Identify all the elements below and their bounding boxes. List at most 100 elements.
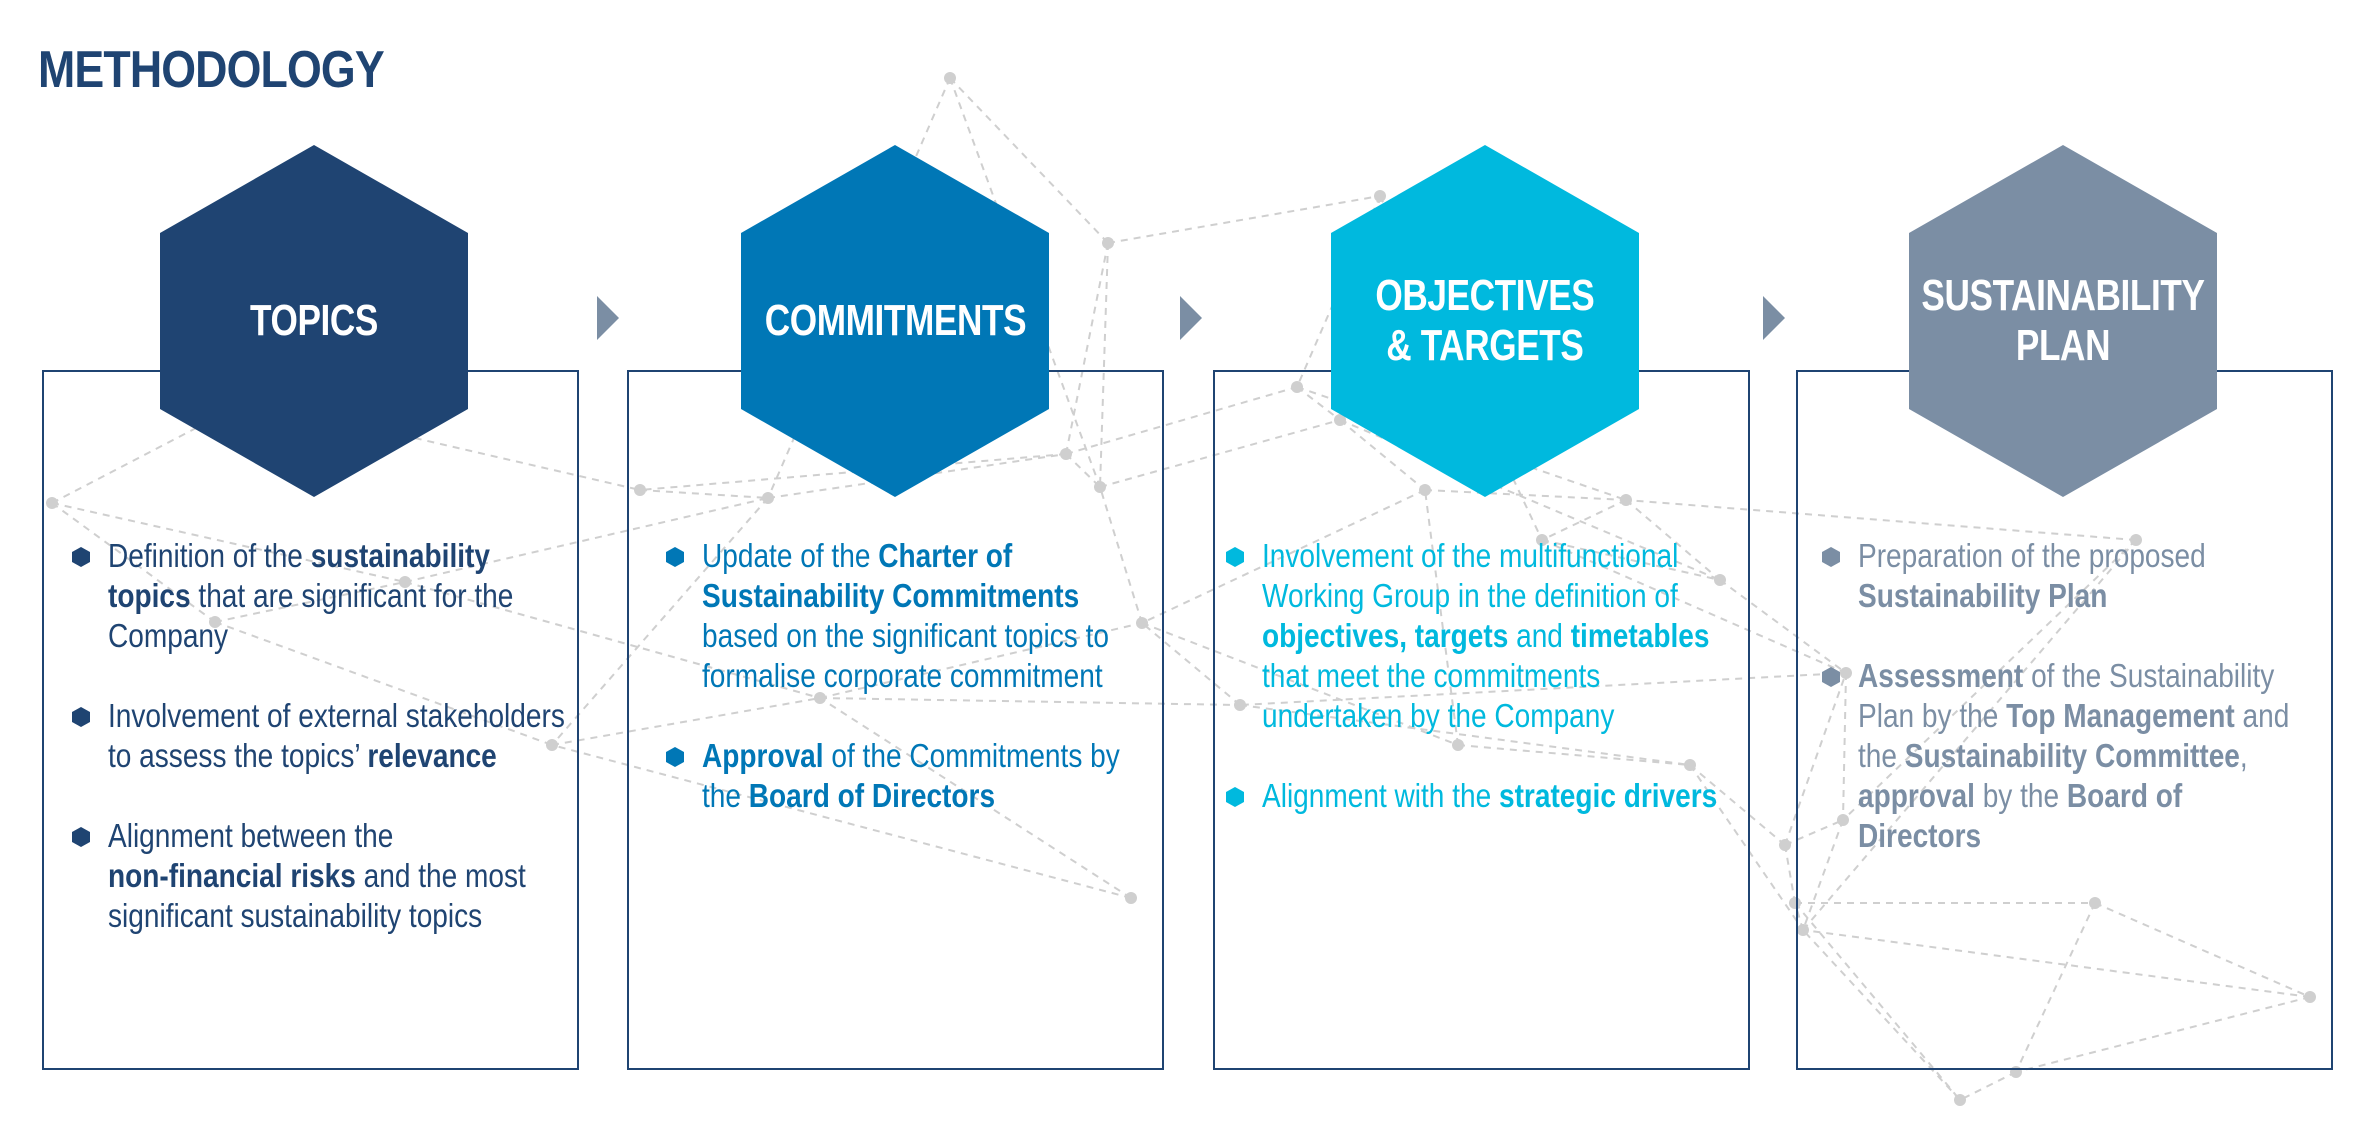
bullet-text-bold: Board of Directors [748, 777, 996, 814]
bullet-line: Definition of the sustainability [108, 536, 565, 576]
bullet-text-run: significant sustainability topics [108, 897, 483, 934]
network-node [1837, 814, 1849, 826]
network-line [1802, 819, 1844, 931]
bullet-line: significant sustainability topics [108, 896, 565, 936]
network-line [1424, 489, 1459, 746]
bullet-text-bold: relevance [367, 737, 497, 774]
network-line [639, 489, 769, 499]
bullet-line: Preparation of the proposed [1858, 536, 2289, 576]
network-line [1239, 704, 1691, 766]
bullet-text-run: that meet the commitments [1262, 657, 1601, 694]
bullet-text-run: based on the significant topics to [702, 617, 1109, 654]
hexagon-bullet-icon [1226, 787, 1244, 807]
bullet-line: Alignment with the strategic drivers [1262, 776, 1717, 816]
network-node [1374, 190, 1386, 202]
bullet-text-run: , [2239, 737, 2248, 774]
bullet-line: Assessment of the Sustainability [1858, 656, 2289, 696]
network-line [767, 453, 1067, 499]
network-node [1334, 414, 1346, 426]
bullet-text-run: Working Group in the definition of [1262, 577, 1678, 614]
bullet-text-run: and [2234, 697, 2290, 734]
network-node [1094, 481, 1106, 493]
network-node [1125, 892, 1137, 904]
bullet-text-bold: Sustainability Committee [1904, 737, 2240, 774]
network-node [1291, 381, 1303, 393]
network-line [819, 697, 1132, 899]
bullet-text-run: Update of the [702, 537, 879, 574]
network-node [46, 497, 58, 509]
hexagon-bullet-icon [72, 707, 90, 727]
bullet-text-run: Company [108, 617, 229, 654]
bullet-line: Involvement of external stakeholders [108, 696, 565, 736]
bullet-text-bold: Directors [1858, 817, 1982, 854]
network-node [2089, 897, 2101, 909]
bullet-text-bold: non-financial risks [108, 857, 356, 894]
network-line [1794, 902, 1961, 1101]
bullet-line: Involvement of the multifunctional [1262, 536, 1717, 576]
bullet-text-bold: Assessment [1858, 657, 2024, 694]
hexagon-bullet-icon [1226, 547, 1244, 567]
bullet-line: formalise corporate commitment [702, 656, 1120, 696]
bullet-text-bold: approval [1858, 777, 1975, 814]
bullet-text-bold: sustainability [310, 537, 490, 574]
hexagon-bullet-icon [72, 547, 90, 567]
bullet-text-run: Alignment between the [108, 817, 394, 854]
network-line [1339, 419, 1426, 491]
bullet-line: Company [108, 616, 565, 656]
network-line [1065, 453, 1101, 488]
network-line [51, 502, 406, 583]
network-line [819, 697, 1241, 706]
network-line [1784, 819, 1844, 846]
network-line [1719, 579, 1847, 674]
network-line [1099, 419, 1341, 488]
network-line [404, 497, 769, 583]
bullet-text-run: and [1508, 617, 1571, 654]
network-node [1684, 759, 1696, 771]
network-node [1620, 494, 1632, 506]
step-label-plan: SUSTAINABILITY PLAN [1921, 271, 2205, 370]
bullet-text-run: the [1858, 737, 1905, 774]
network-line [1065, 242, 1109, 455]
network-node [2130, 534, 2142, 546]
network-node [399, 576, 411, 588]
network-line [1784, 844, 1796, 904]
network-line [1296, 386, 1341, 421]
bullet-line: Plan by the Top Management and [1858, 696, 2289, 736]
bullet-text-run: and the most [355, 857, 526, 894]
hexagon-bullet-icon [1822, 667, 1840, 687]
network-node [1060, 448, 1072, 460]
bullet-text-bold: Board of [2066, 777, 2183, 814]
bullet-line: approval by the Board of [1858, 776, 2289, 816]
bullet-line: Sustainability Plan [1858, 576, 2289, 616]
network-line [2094, 902, 2311, 998]
bullet-text-run: of the Sustainability [2023, 657, 2275, 694]
bullet-text-bold: Charter of [878, 537, 1013, 574]
bullet-line: the Sustainability Committee, [1858, 736, 2289, 776]
bullet-text-run: Definition of the [108, 537, 311, 574]
bullet-line: to assess the topics’ relevance [108, 736, 565, 776]
bullet-line: the Board of Directors [702, 776, 1120, 816]
bullet-line: Approval of the Commitments by [702, 736, 1120, 776]
bullet-line: non-financial risks and the most [108, 856, 565, 896]
network-node [209, 616, 221, 628]
network-line [1141, 622, 1241, 706]
network-node [1452, 739, 1464, 751]
bullet-line: undertaken by the Company [1262, 696, 1717, 736]
network-line [404, 581, 821, 699]
network-line [819, 622, 1143, 699]
bullet-text-run: Plan by the [1858, 697, 2007, 734]
bullet-text-bold: Approval [702, 737, 824, 774]
bullet-text-run: that are significant for the [190, 577, 514, 614]
bullet-line: Working Group in the definition of [1262, 576, 1717, 616]
bullet-text-bold: objectives, targets [1262, 617, 1509, 654]
network-line [1141, 622, 1459, 746]
network-line [551, 697, 821, 746]
